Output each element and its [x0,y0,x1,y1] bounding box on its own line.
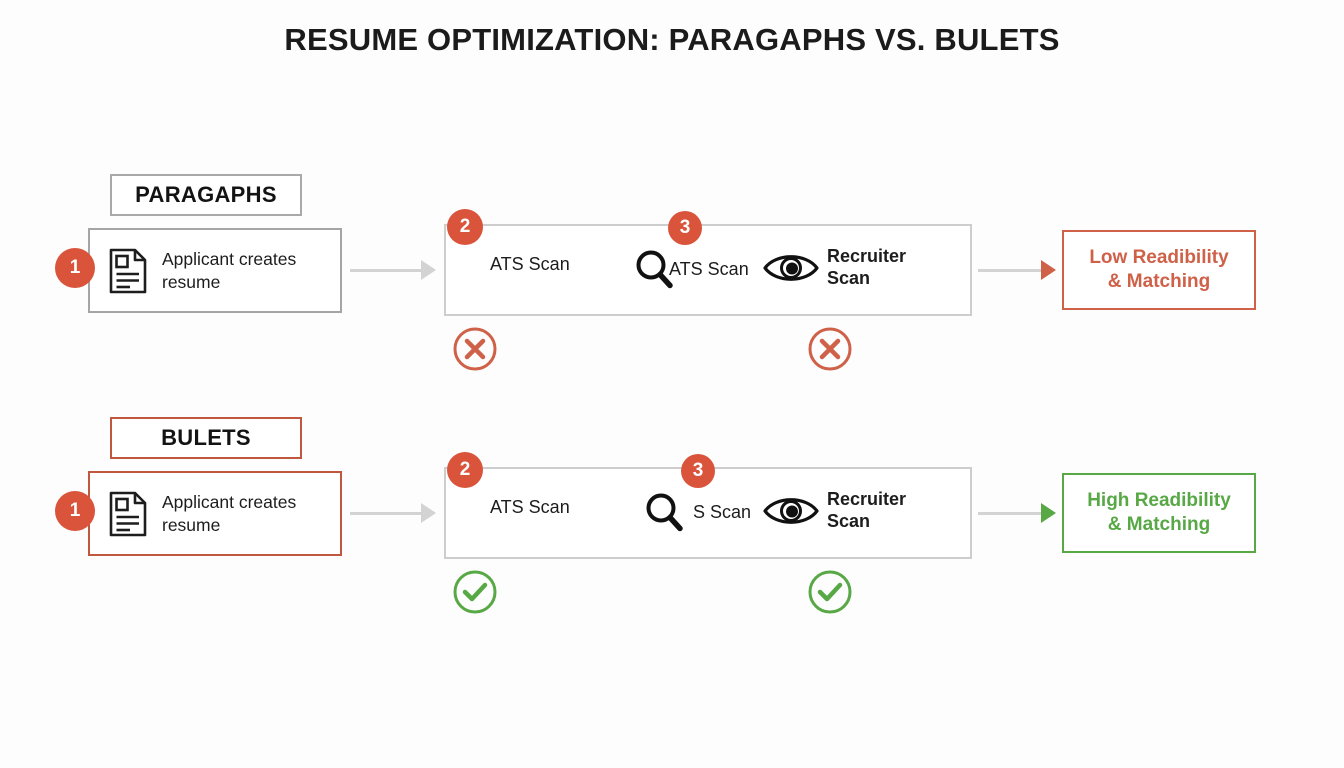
magnifier-icon [644,491,686,535]
step-badge-1-paragraphs: 1 [55,248,95,288]
outcome-high-text: High Readibility & Matching [1087,490,1231,535]
arrow-head [421,260,436,280]
arrow-head [421,503,436,523]
scan-step-3-bullets: Recruiter Scan [762,489,906,533]
scan-step-1-paragraphs: ATS Scan [490,254,570,276]
scan-step-2-label: S Scan [693,502,752,523]
outcome-box-high-readability: High Readibility & Matching [1062,473,1256,553]
x-circle-icon [806,325,854,373]
arrow-process-to-outcome-paragraphs [978,258,1056,282]
document-icon [108,247,148,295]
arrow-head [1041,260,1056,280]
start-box-paragraphs: Applicant creates resume [88,228,342,313]
arrow-line [350,268,421,272]
step-badge-3-paragraphs: 3 [668,211,702,245]
magnifier-icon [634,248,676,292]
step-badge-2-bullets: 2 [447,452,483,488]
scan-step-1-label: ATS Scan [490,254,570,274]
step-badge-1-bullets: 1 [55,491,95,531]
scan-step-2-bullets: S Scan [644,491,751,535]
scan-step-3-label: Recruiter Scan [827,246,907,288]
eye-icon [762,493,820,529]
page-title: RESUME OPTIMIZATION: PARAGAPHS VS. BULET… [284,22,1060,57]
scan-step-1-bullets: ATS Scan [490,497,570,519]
start-box-bullets: Applicant creates resume [88,471,342,556]
eye-icon [762,250,820,286]
section-label-paragraphs-text: PARAGAPHS [135,182,277,207]
start-box-paragraphs-text: Applicant creates resume [162,248,297,292]
scan-step-2-label: ATS Scan [669,259,749,280]
section-label-paragraphs: PARAGAPHS [110,174,302,216]
arrow-line [350,511,421,515]
outcome-box-low-readability: Low Readibility & Matching [1062,230,1256,310]
section-label-bullets-text: BULETS [161,425,251,450]
step-badge-3-bullets: 3 [681,454,715,488]
arrow-start-to-process-bullets [350,501,436,525]
arrow-start-to-process-paragraphs [350,258,436,282]
step-badge-2-paragraphs: 2 [447,209,483,245]
arrow-process-to-outcome-bullets [978,501,1056,525]
arrow-line [978,511,1041,515]
section-label-bullets: BULETS [110,417,302,459]
document-icon [108,490,148,538]
scan-step-3-label: Recruiter Scan [827,489,907,531]
check-circle-icon [451,568,499,616]
scan-step-1-label: ATS Scan [490,497,570,517]
check-circle-icon [806,568,854,616]
arrow-head [1041,503,1056,523]
process-box-paragraphs: ATS Scan ATS Scan Recruiter Scan [444,224,972,316]
scan-step-3-paragraphs: Recruiter Scan [762,246,906,290]
outcome-low-text: Low Readibility & Matching [1089,247,1229,292]
scan-step-2-paragraphs: ATS Scan [634,248,749,292]
start-box-bullets-text: Applicant creates resume [162,491,297,535]
arrow-line [978,268,1041,272]
x-circle-icon [451,325,499,373]
